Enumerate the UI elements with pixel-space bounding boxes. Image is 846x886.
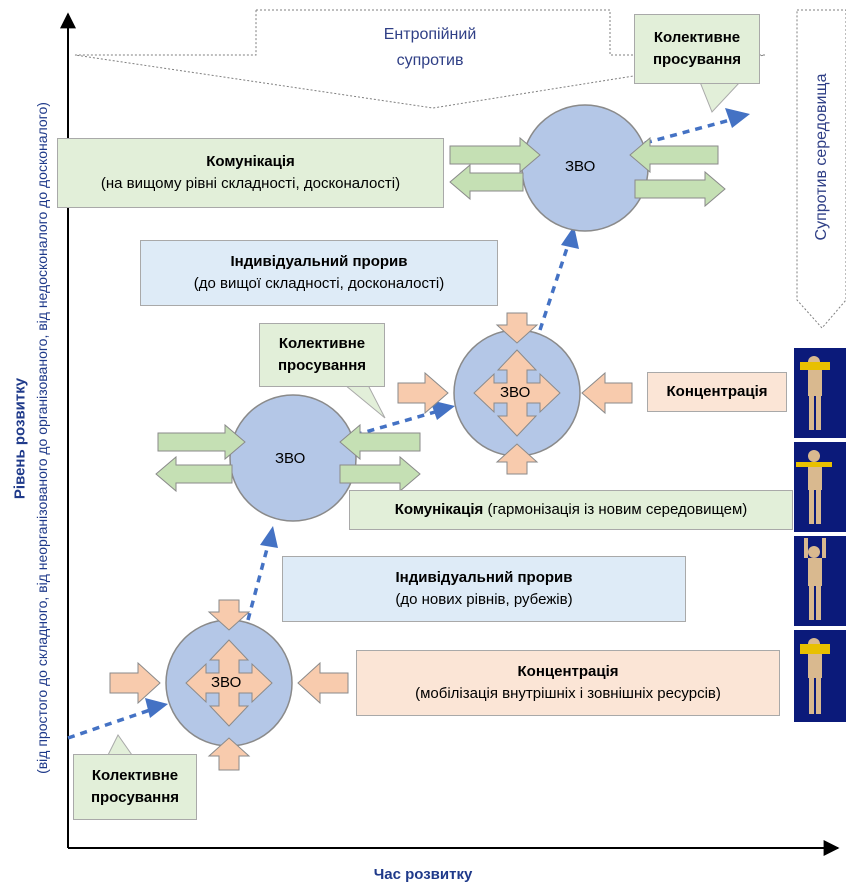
x-axis-label: Час розвитку [373,866,473,883]
communication-box-top: Комунікація (на вищому рівні складності,… [57,138,444,208]
figure-image-2 [794,442,846,532]
communication-box-mid: Комунікація (гармонізація із новим серед… [349,490,793,530]
concentration-arrows-mid [397,312,633,475]
entropic-resistance-shape [74,9,766,109]
communication-arrows-top [449,136,726,208]
environment-resistance-shape [796,9,846,329]
concentration-arrows-low [109,599,349,771]
y-axis-label: Рівень розвитку [11,377,29,500]
progress-arrowheads [145,108,750,718]
communication-arrows-mid [155,423,421,493]
figure-image-4 [794,630,846,722]
breakthrough-low-sub: (до нових рівнів, рубежів) [395,591,573,608]
zvo-circle-mid-left [229,394,357,522]
breakthrough-top-title: Індивідуальний прорив [230,253,408,270]
figure-image-3 [794,536,846,626]
concentration-low-title: Концентрація [517,663,619,680]
communication-mid-title: Комунікація [394,501,484,518]
figure-image-1 [794,348,846,438]
collective-box-mid: Колективне просування [259,323,385,387]
breakthrough-box-top: Індивідуальний прорив (до вищої складнос… [140,240,498,306]
communication-top-title: Комунікація [206,153,295,170]
zvo-label-mid-right: ЗВО [500,384,531,401]
callout-tail-low [107,734,133,756]
concentration-box-low: Концентрація (мобілізація внутрішніх і з… [356,650,780,716]
breakthrough-top-sub: (до вищої складності, досконалості) [193,275,445,292]
communication-mid-sub: (гармонізація із новим середовищем) [487,501,748,518]
breakthrough-box-low: Індивідуальний прорив (до нових рівнів, … [282,556,686,622]
breakthrough-low-title: Індивідуальний прорив [395,569,573,586]
communication-top-sub: (на вищому рівні складності, досконалост… [100,175,401,192]
collective-box-low: Колективне просування [73,754,197,820]
progress-path [67,118,731,740]
concentration-low-sub: (мобілізація внутрішніх і зовнішніх ресу… [415,685,721,702]
zvo-label-mid-left: ЗВО [275,450,306,467]
concentration-box-mid: Концентрація [647,372,787,412]
collective-box-top: Колективне просування [634,14,760,84]
callout-tail-mid [343,384,386,419]
environment-resistance-label: Супротив середовища [813,73,830,241]
zvo-label-top: ЗВО [565,158,596,175]
y-axis-sublabel: (від простого до складного, від неоргані… [34,102,50,774]
callout-tail-top [699,81,742,113]
zvo-label-low: ЗВО [211,674,242,691]
